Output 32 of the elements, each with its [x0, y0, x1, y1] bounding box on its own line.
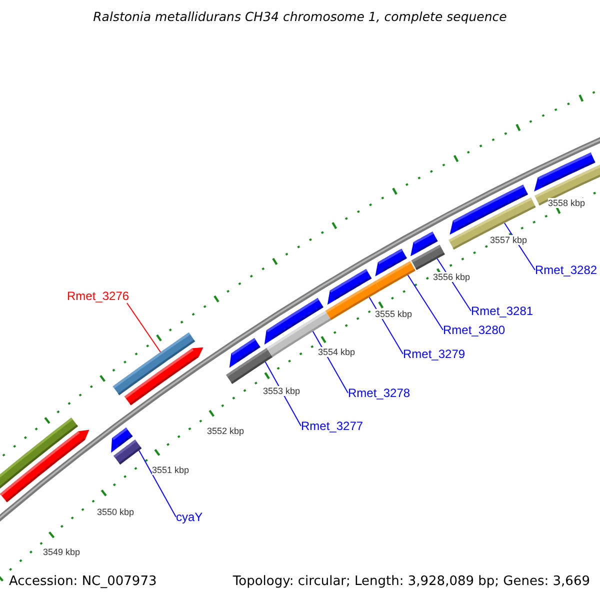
footer-text: Accession: NC_007973 [9, 574, 157, 589]
scale-label: 3550 kbp [97, 507, 134, 517]
scale-label: 3557 kbp [490, 235, 528, 245]
leader-line [264, 361, 302, 426]
gene-bar [124, 347, 204, 406]
scale-label: 3558 kbp [548, 198, 586, 208]
leader-line [126, 302, 161, 353]
gene-label: Rmet_3277 [301, 419, 364, 433]
scale-label: 3554 kbp [318, 347, 356, 357]
leader-line [407, 274, 444, 330]
gene-label: Rmet_3278 [348, 386, 410, 400]
scale-label: 3551 kbp [152, 465, 190, 475]
gene-label: Rmet_3280 [443, 323, 506, 337]
gene-bar [0, 430, 90, 502]
scale-label: 3555 kbp [375, 309, 412, 319]
gene-bar [226, 348, 273, 384]
title: Ralstonia metallidurans CH34 chromosome 1, complete sequence [92, 9, 508, 24]
leader-line [312, 330, 348, 394]
scale-label: 3556 kbp [433, 272, 470, 282]
gene-bar [114, 440, 142, 465]
gene-label: cyaY [176, 510, 203, 524]
gene-bar [411, 244, 445, 270]
gene-label: Rmet_3276 [67, 289, 130, 303]
footer-text: Topology: circular; Length: 3,928,089 bp; Genes: 3,669 [232, 574, 590, 589]
scale-label: 3549 kbp [43, 547, 80, 557]
gene-label: Rmet_3281 [471, 304, 534, 318]
gene-label: Rmet_3282 [535, 263, 598, 277]
leader-line [138, 450, 176, 518]
gene-bar [375, 248, 407, 276]
scale-label: 3552 kbp [207, 426, 244, 436]
gene-label: Rmet_3279 [403, 347, 466, 361]
scale-label: 3553 kbp [263, 386, 300, 396]
